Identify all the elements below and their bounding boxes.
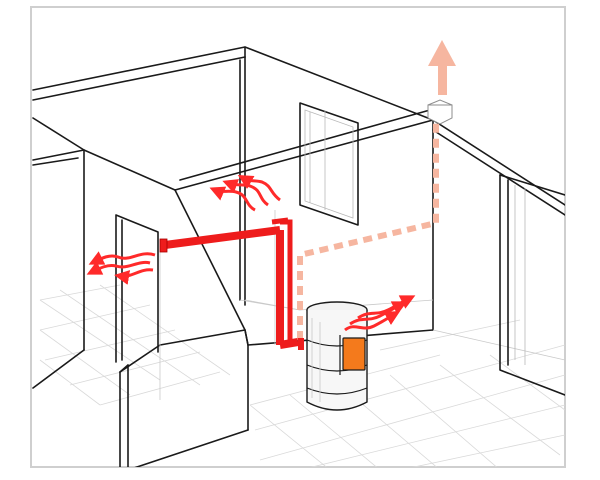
warm-air-arrows-upper (209, 175, 281, 212)
warm-air-duct (159, 217, 304, 350)
back-wall-window (299, 102, 359, 226)
pellet-stove (306, 301, 368, 411)
warm-air-arrows-stove (344, 295, 416, 332)
exhaust-flue (297, 99, 453, 340)
warm-air-arrows-left-room (86, 251, 156, 285)
stove-window (342, 337, 366, 371)
left-room-walls (32, 46, 434, 467)
right-wall-patio-door (499, 174, 565, 396)
floor-tiles (39, 284, 565, 467)
main-room-walls (174, 56, 565, 361)
exhaust-up-arrow-icon (428, 40, 456, 95)
